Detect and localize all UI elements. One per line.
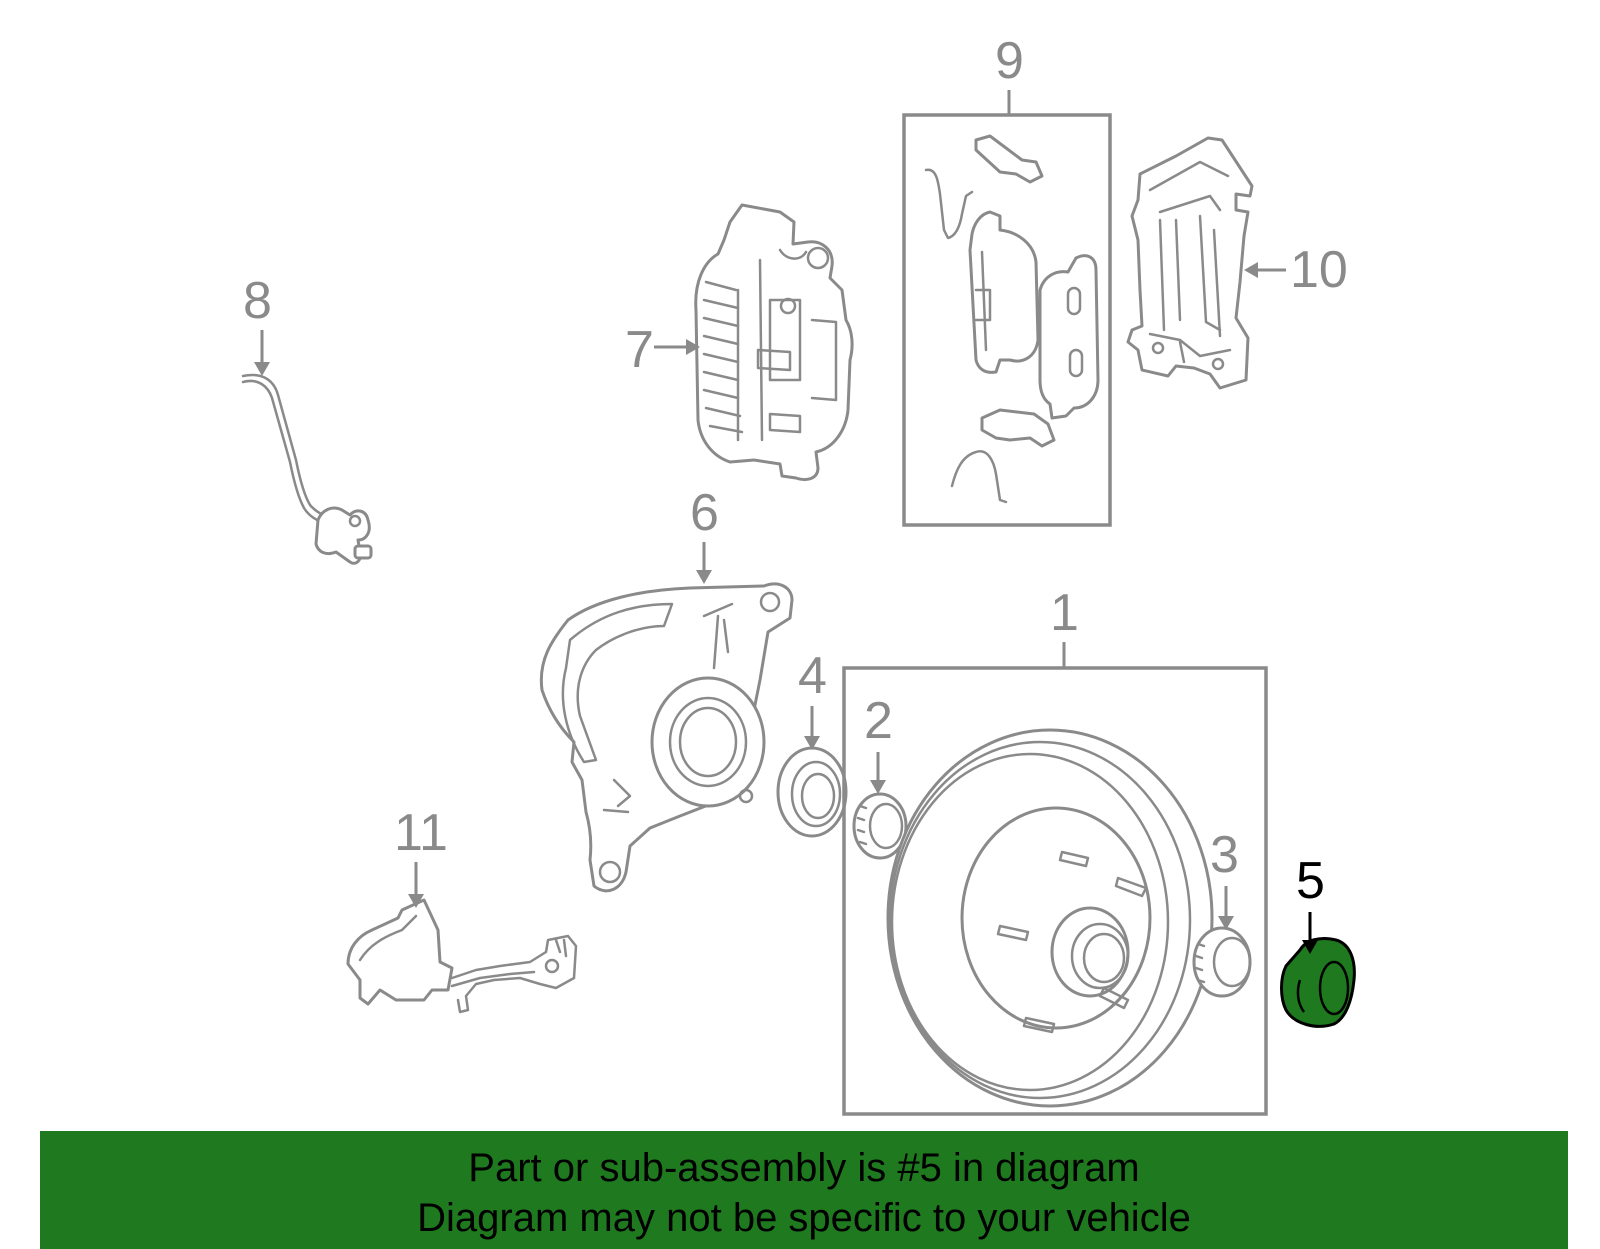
- callout-1: 1: [1050, 584, 1079, 668]
- callout-9-number: 9: [995, 32, 1024, 90]
- part-9-brake-pad-kit[interactable]: [902, 113, 1112, 527]
- part-3-outer-bearing[interactable]: [1192, 926, 1252, 998]
- callout-11: 11: [394, 804, 448, 908]
- callout-6: 6: [690, 484, 719, 584]
- callout-6-number: 6: [690, 484, 719, 542]
- part-5-dust-cap[interactable]: [1280, 936, 1356, 1028]
- callout-2: 2: [864, 692, 893, 794]
- callout-7-number: 7: [625, 321, 654, 379]
- part-1-brake-rotor[interactable]: [886, 728, 1214, 1108]
- callout-3-number: 3: [1210, 826, 1239, 884]
- part-10-caliper-bracket[interactable]: [1126, 136, 1254, 390]
- callout-8: 8: [243, 272, 272, 376]
- callout-9: 9: [995, 32, 1024, 115]
- callout-11-number: 11: [394, 804, 448, 862]
- part-4-grease-seal[interactable]: [776, 746, 848, 838]
- callout-3: 3: [1210, 826, 1239, 930]
- callout-5-number: 5: [1296, 852, 1325, 910]
- part-2-inner-bearing[interactable]: [852, 792, 908, 860]
- callout-2-number: 2: [864, 692, 893, 750]
- part-1-group-box: [842, 666, 1268, 1116]
- part-11-abs-harness[interactable]: [346, 898, 578, 1014]
- banner-line-1: Part or sub-assembly is #5 in diagram: [468, 1146, 1140, 1190]
- callout-1-number: 1: [1050, 584, 1079, 642]
- callout-7: 7: [625, 321, 700, 379]
- callout-5: 5: [1296, 852, 1325, 954]
- callout-4: 4: [798, 647, 827, 750]
- part-7-caliper[interactable]: [694, 203, 854, 482]
- callout-8-number: 8: [243, 272, 272, 330]
- part-8-abs-sensor[interactable]: [241, 373, 373, 565]
- callout-10-number: 10: [1290, 241, 1348, 299]
- banner-line-2: Diagram may not be specific to your vehi…: [417, 1196, 1191, 1240]
- part-6-splash-shield[interactable]: [539, 582, 794, 893]
- info-banner: Part or sub-assembly is #5 in diagram Di…: [40, 1131, 1568, 1249]
- callout-10: 10: [1244, 241, 1348, 299]
- callout-4-number: 4: [798, 647, 827, 705]
